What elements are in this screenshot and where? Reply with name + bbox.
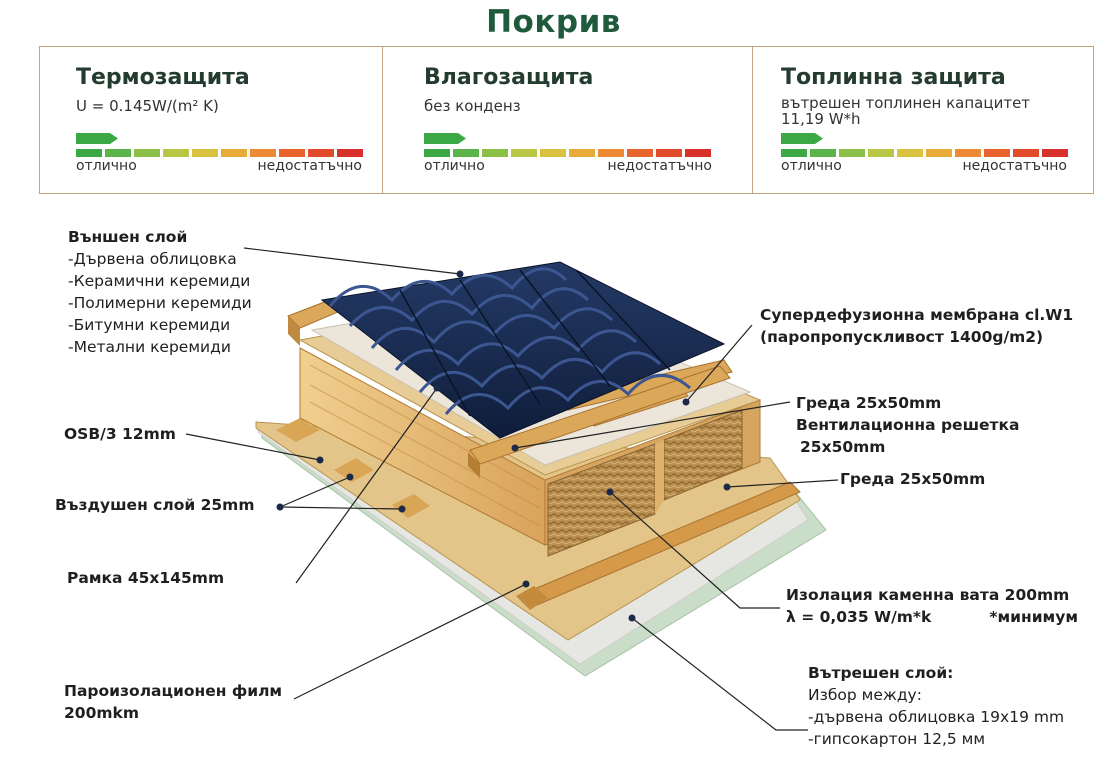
rating-scale-segment — [76, 149, 102, 157]
rating-scale-segment — [279, 149, 305, 157]
rating-scale-segment — [810, 149, 836, 157]
rating-scale-segment — [781, 149, 807, 157]
rating-good-label: отлично — [76, 158, 137, 174]
label-outer-layer-item: -Полимерни керемиди — [68, 294, 252, 312]
rating-scale-segment — [424, 149, 450, 157]
label-inner-layer-heading: Вътрешен слой: — [808, 664, 954, 682]
label-membrane-line: (паропропускливост 1400g/m2) — [760, 328, 1044, 346]
label-outer-layer-item: -Дървена облицовка — [68, 250, 237, 268]
rating-card-moisture: Влагозащита без конденз отлично недостат… — [382, 47, 752, 193]
label-beam: Греда 25x50mm — [840, 470, 986, 488]
label-inner-layer-item: -гипсокартон 12,5 мм — [808, 730, 986, 748]
rating-scale-segment — [897, 149, 923, 157]
rating-scale-segment — [955, 149, 981, 157]
rating-card-thermal: Термозащита U = 0.145W/(m² K) отлично не… — [40, 47, 382, 193]
rating-scale-segment — [482, 149, 508, 157]
rating-scale — [781, 149, 1068, 157]
counter-batten — [469, 365, 731, 465]
rating-scale-segment — [868, 149, 894, 157]
rating-scale-segment — [511, 149, 537, 157]
rating-title: Термозащита — [76, 65, 250, 90]
rating-good-label: отлично — [424, 158, 485, 174]
label-membrane: Супердефузионна мембрана cl.W1 (паропроп… — [760, 304, 1073, 348]
rating-scale-segment — [250, 149, 276, 157]
rating-scale — [424, 149, 711, 157]
ratings-panel: Термозащита U = 0.145W/(m² K) отлично не… — [39, 46, 1094, 194]
rating-bad-label: недостатъчно — [607, 158, 712, 174]
rating-scale-segment — [337, 149, 363, 157]
label-osb: OSB/3 12mm — [64, 425, 176, 443]
rating-subtitle: вътрешен топлинен капацитет — [781, 94, 1031, 112]
rating-scale-segment — [192, 149, 218, 157]
rating-scale-segment — [163, 149, 189, 157]
label-air-layer: Въздушен слой 25mm — [55, 496, 255, 514]
label-inner-layer: Вътрешен слой: Избор между: -дървена обл… — [808, 662, 1064, 750]
label-inner-layer-intro: Избор между: — [808, 686, 922, 704]
label-membrane-line: Супердефузионна мембрана cl.W1 — [760, 306, 1074, 324]
rating-scale-segment — [656, 149, 682, 157]
leader-vapor-film — [293, 583, 527, 700]
label-batten-line: Вентилационна решетка — [796, 416, 1020, 434]
leader-osb — [185, 433, 321, 461]
rating-title: Влагозащита — [424, 65, 594, 90]
label-outer-layer-item: -Керамични керемиди — [68, 272, 251, 290]
rating-scale-segment — [569, 149, 595, 157]
rating-bad-label: недостатъчно — [257, 158, 362, 174]
leader-insulation — [609, 491, 780, 609]
label-batten-line: Греда 25x50mm — [796, 394, 942, 412]
rating-scale — [76, 149, 363, 157]
label-outer-layer: Външен слой -Дървена облицовка -Керамичн… — [68, 226, 252, 358]
rating-scale-segment — [540, 149, 566, 157]
rating-arrow-icon — [781, 133, 823, 144]
label-inner-layer-item: -дървена облицовка 19x19 mm — [808, 708, 1065, 726]
roof-tiles — [320, 261, 726, 439]
rating-scale-segment — [926, 149, 952, 157]
rating-scale-segment — [984, 149, 1010, 157]
label-insulation-line: Изолация каменна вата 200mm — [786, 586, 1070, 604]
rating-scale-segment — [839, 149, 865, 157]
label-insulation-note: *минимум — [989, 608, 1078, 626]
leader-air-layer — [279, 476, 351, 508]
rating-scale-segment — [134, 149, 160, 157]
rating-scale-segment — [1013, 149, 1039, 157]
rating-subtitle: U = 0.145W/(m² K) — [76, 97, 219, 115]
leader-outer-layer — [243, 247, 461, 275]
rating-scale-segment — [598, 149, 624, 157]
leader-frame — [295, 387, 438, 584]
rating-good-label: отлично — [781, 158, 842, 174]
rating-bad-label: недостатъчно — [962, 158, 1067, 174]
page-title: Покрив — [486, 4, 621, 40]
label-outer-layer-item: -Метални керемиди — [68, 338, 231, 356]
rating-scale-segment — [308, 149, 334, 157]
label-frame: Рамка 45x145mm — [67, 569, 225, 587]
rating-scale-segment — [105, 149, 131, 157]
rating-scale-segment — [221, 149, 247, 157]
rating-scale-segment — [685, 149, 711, 157]
label-outer-layer-item: -Битумни керемиди — [68, 316, 231, 334]
label-insulation-lambda: λ = 0,035 W/m*k — [786, 608, 932, 626]
label-vapor-film: Пароизолационен филм 200mkm — [64, 680, 282, 724]
leader-beam — [726, 479, 839, 488]
rating-title: Топлинна защита — [781, 65, 1006, 90]
rating-arrow-icon — [76, 133, 118, 144]
rating-scale-segment — [627, 149, 653, 157]
label-vapor-film-line: 200mkm — [64, 704, 139, 722]
label-outer-layer-heading: Външен слой — [68, 228, 188, 246]
rating-subtitle-value: 11,19 W*h — [781, 110, 861, 128]
leader-batten — [514, 401, 791, 449]
rating-arrow-icon — [424, 133, 466, 144]
leader-inner-layer — [631, 617, 808, 731]
leader-membrane — [685, 324, 753, 403]
label-vapor-film-line: Пароизолационен филм — [64, 682, 283, 700]
rating-card-heat: Топлинна защита вътрешен топлинен капаци… — [752, 47, 1093, 193]
label-batten-line: 25x50mm — [800, 438, 886, 456]
label-insulation: Изолация каменна вата 200mm λ = 0,035 W/… — [786, 584, 1078, 628]
label-batten: Греда 25x50mm Вентилационна решетка 25x5… — [796, 392, 1020, 458]
rating-scale-segment — [1042, 149, 1068, 157]
leader-air-layer-2 — [279, 506, 403, 510]
rating-scale-segment — [453, 149, 479, 157]
rating-subtitle: без конденз — [424, 97, 521, 115]
